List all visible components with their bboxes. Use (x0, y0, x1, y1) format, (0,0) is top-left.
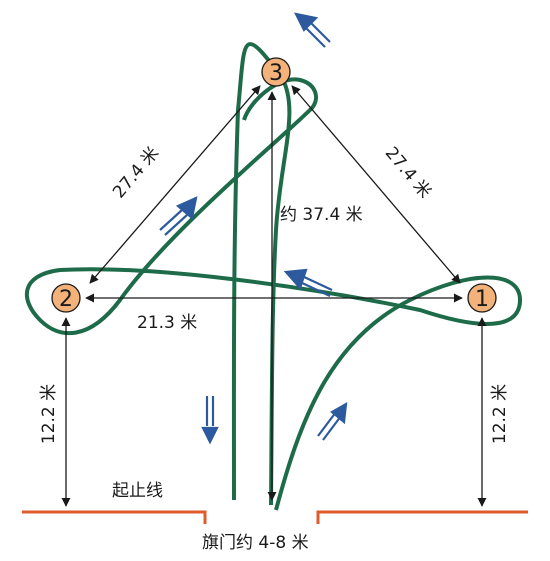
arrow-upper-left-icon (159, 196, 198, 236)
side-right-label: 27.4 米 (381, 143, 435, 202)
side-left-label: 27.4 米 (109, 143, 163, 202)
measurement-lines (61, 85, 487, 507)
side-right-line (291, 85, 461, 284)
svg-text:1: 1 (475, 287, 489, 312)
gate-label: 旗门约 4-8 米 (202, 533, 309, 553)
right-offset-label: 12.2 米 (490, 384, 510, 444)
side-left-line (89, 85, 261, 284)
height-label: 约 37.4 米 (280, 205, 363, 225)
svg-text:2: 2 (59, 287, 73, 312)
arrow-lower-right-icon (317, 401, 348, 441)
marker-1: 1 (467, 283, 497, 313)
base-label: 21.3 米 (137, 313, 197, 333)
marker-2: 2 (51, 283, 81, 313)
riding-path (231, 42, 292, 506)
left-offset-label: 12.2 米 (39, 384, 59, 444)
start-finish-line (22, 510, 528, 524)
start-line-label: 起止线 (112, 481, 163, 501)
arrow-lower-left-icon (201, 396, 219, 445)
arrow-top-icon (294, 12, 331, 48)
marker-3: 3 (261, 57, 291, 87)
svg-text:3: 3 (269, 61, 283, 86)
direction-arrows (159, 12, 348, 445)
